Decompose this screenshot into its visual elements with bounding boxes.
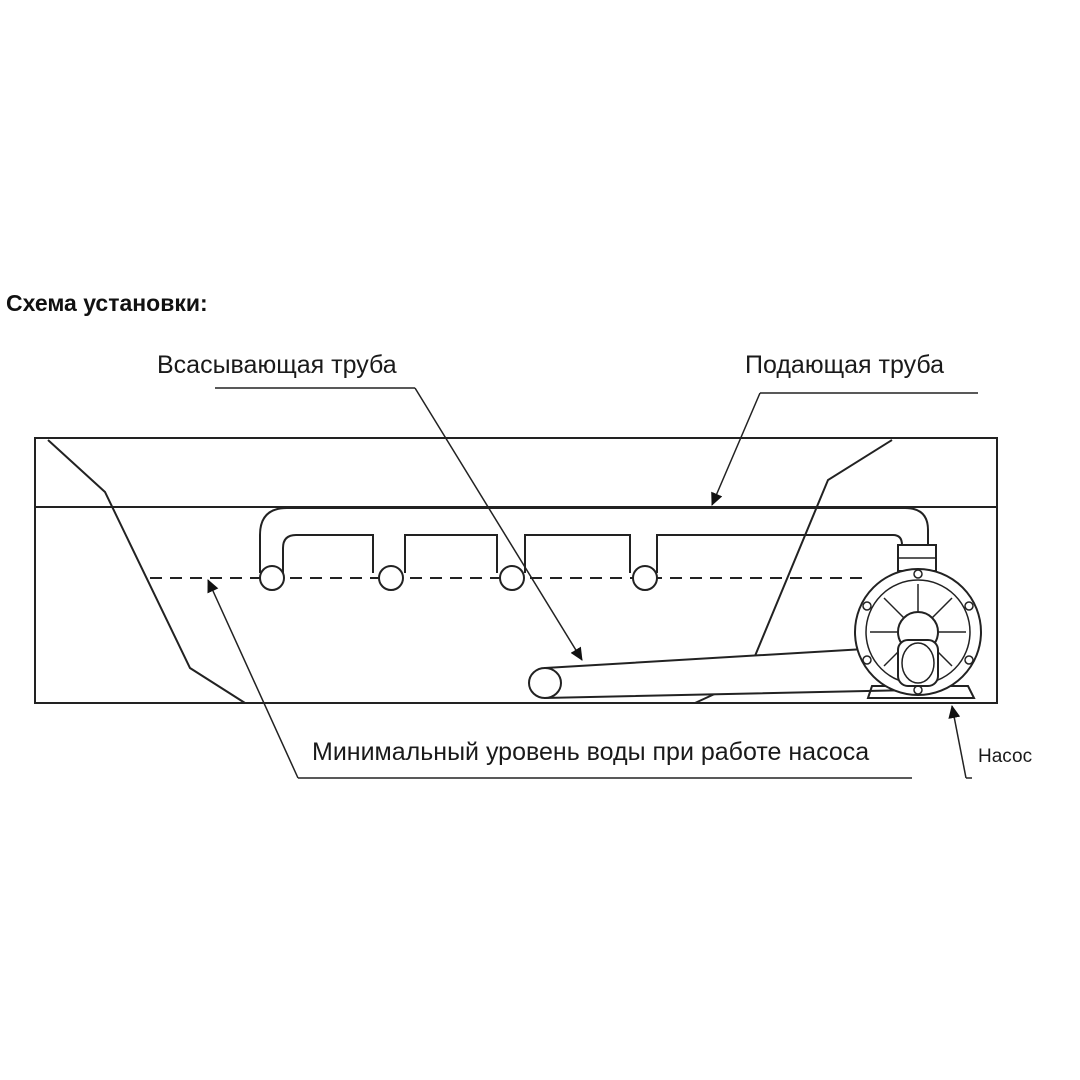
supply-pipe: [259, 507, 929, 591]
leader-pump: [948, 705, 972, 779]
pump: [854, 544, 982, 699]
leader-supply: [711, 392, 978, 506]
leader-suction: [215, 387, 583, 661]
supply-pipe-label: Подающая труба: [745, 351, 944, 379]
nozzle-4: [632, 565, 658, 591]
suction-pipe: [528, 644, 916, 700]
nozzle-2: [378, 565, 404, 591]
min-water-level-label: Минимальный уровень воды при работе насо…: [312, 738, 869, 766]
suction-pipe-label: Всасывающая труба: [157, 351, 397, 379]
diagram-title: Схема установки:: [6, 290, 208, 316]
leader-min-water: [207, 579, 912, 779]
nozzle-1: [259, 565, 285, 591]
nozzle-3: [499, 565, 525, 591]
pump-label: Насос: [978, 746, 1032, 767]
